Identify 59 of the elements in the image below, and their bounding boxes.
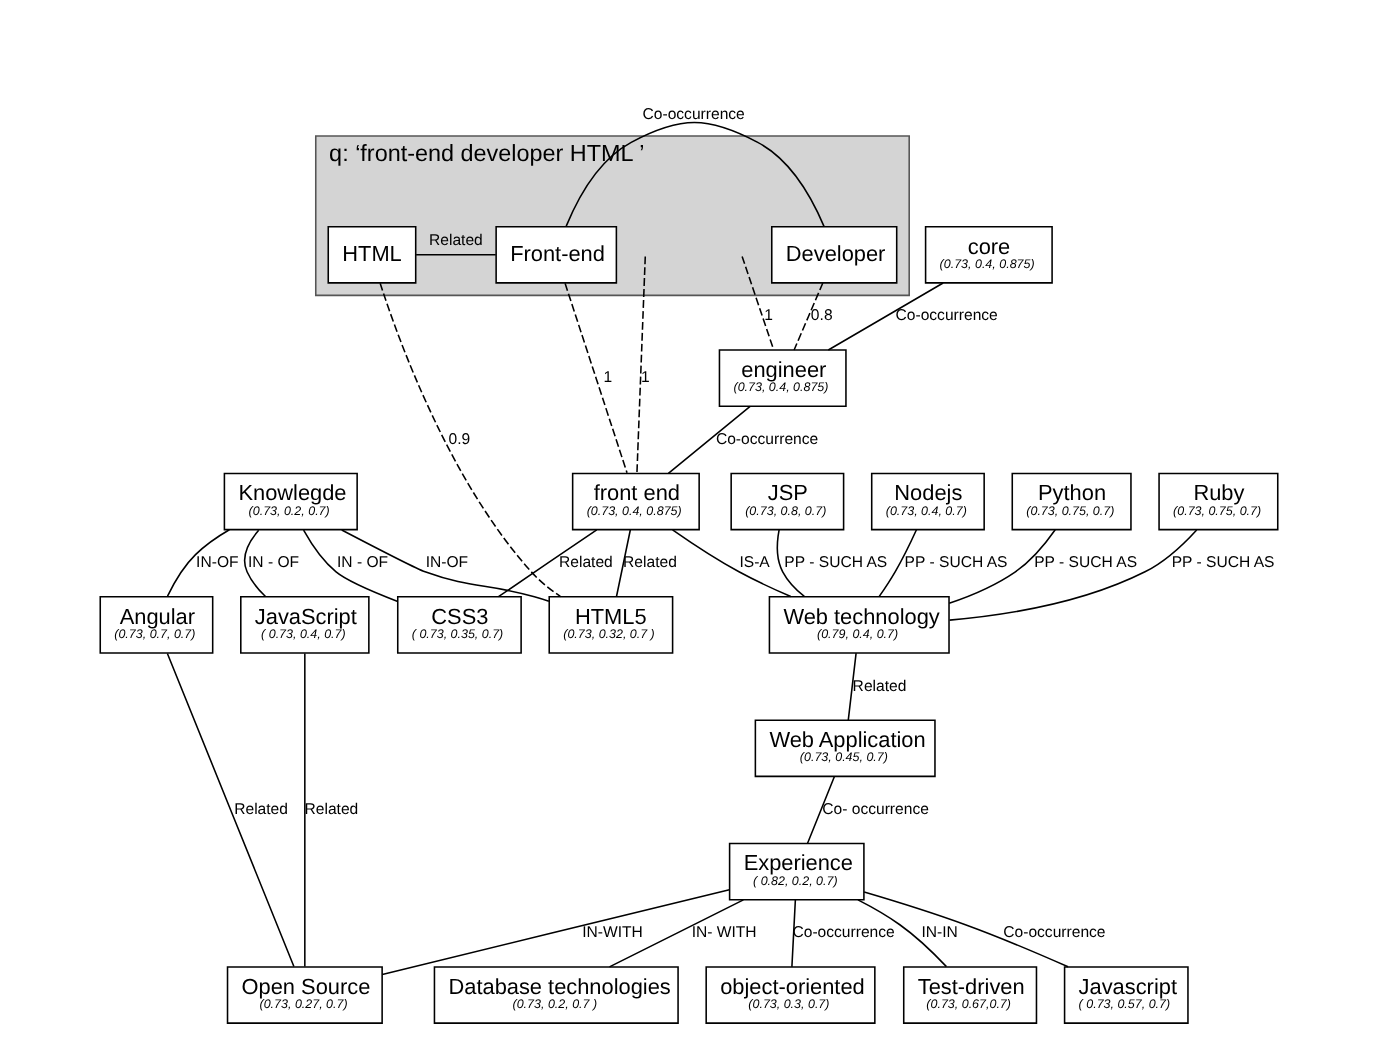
edge-label: IN- WITH <box>691 923 757 942</box>
node-box: HTML <box>327 225 417 284</box>
edge-label: PP - SUCH AS <box>1034 553 1138 572</box>
connector <box>741 255 775 351</box>
connector <box>615 529 632 598</box>
edge-label: Co-occurrence <box>1003 923 1106 942</box>
edge-label: 1 <box>640 368 650 387</box>
connector <box>304 652 306 968</box>
node-box: Front-end <box>495 225 618 284</box>
connector <box>791 899 797 968</box>
edge-label: Co-occurrence <box>642 104 745 123</box>
connector <box>565 121 825 228</box>
edge-label: Related <box>852 676 907 695</box>
edge-label: PP - SUCH AS <box>784 553 888 572</box>
edge-label: 0.8 <box>810 306 833 325</box>
connector <box>608 899 745 968</box>
edge-label: 1 <box>603 368 613 387</box>
connector <box>857 899 948 968</box>
edge-label: PP - SUCH AS <box>904 553 1008 572</box>
edge-label: IS-A <box>739 553 770 572</box>
connector <box>564 282 628 474</box>
connector <box>776 529 806 598</box>
connector <box>166 652 295 968</box>
node-box: Developer <box>771 225 898 284</box>
edge-label: Related <box>559 553 613 572</box>
connector <box>340 529 550 602</box>
edge-label: IN - OF <box>248 553 300 572</box>
connector <box>166 528 231 597</box>
connector <box>415 254 497 256</box>
connector <box>948 529 1198 621</box>
edge-label: IN-IN <box>921 923 958 942</box>
connector <box>667 405 751 475</box>
connector <box>948 528 1056 604</box>
connector <box>806 775 836 845</box>
edge-label: Related <box>234 799 288 818</box>
connector <box>793 282 824 351</box>
edge-label: Co-occurrence <box>895 306 998 325</box>
connector <box>863 891 1069 968</box>
edge-label: IN-WITH <box>582 923 643 942</box>
edge-label: IN-OF <box>425 553 469 572</box>
edge-label: IN-OF <box>196 553 239 572</box>
connector <box>243 529 267 598</box>
edge-label: IN - OF <box>337 553 389 572</box>
edge-label: Related <box>429 231 483 250</box>
connector <box>381 888 731 976</box>
connector <box>379 282 562 598</box>
edge-label: PP - SUCH AS <box>1171 553 1275 572</box>
edge-label: Related <box>623 553 677 572</box>
edge-label: Co- occurrence <box>822 799 929 818</box>
connector <box>497 529 598 598</box>
edge-label: 0.9 <box>448 429 471 448</box>
connector <box>671 529 792 598</box>
edge-label: 1 <box>764 306 773 325</box>
connector <box>302 529 399 603</box>
connector <box>636 255 647 475</box>
connector <box>827 282 944 351</box>
edge-label: Co-occurrence <box>715 429 819 448</box>
connector <box>847 652 857 721</box>
connector <box>878 528 918 598</box>
